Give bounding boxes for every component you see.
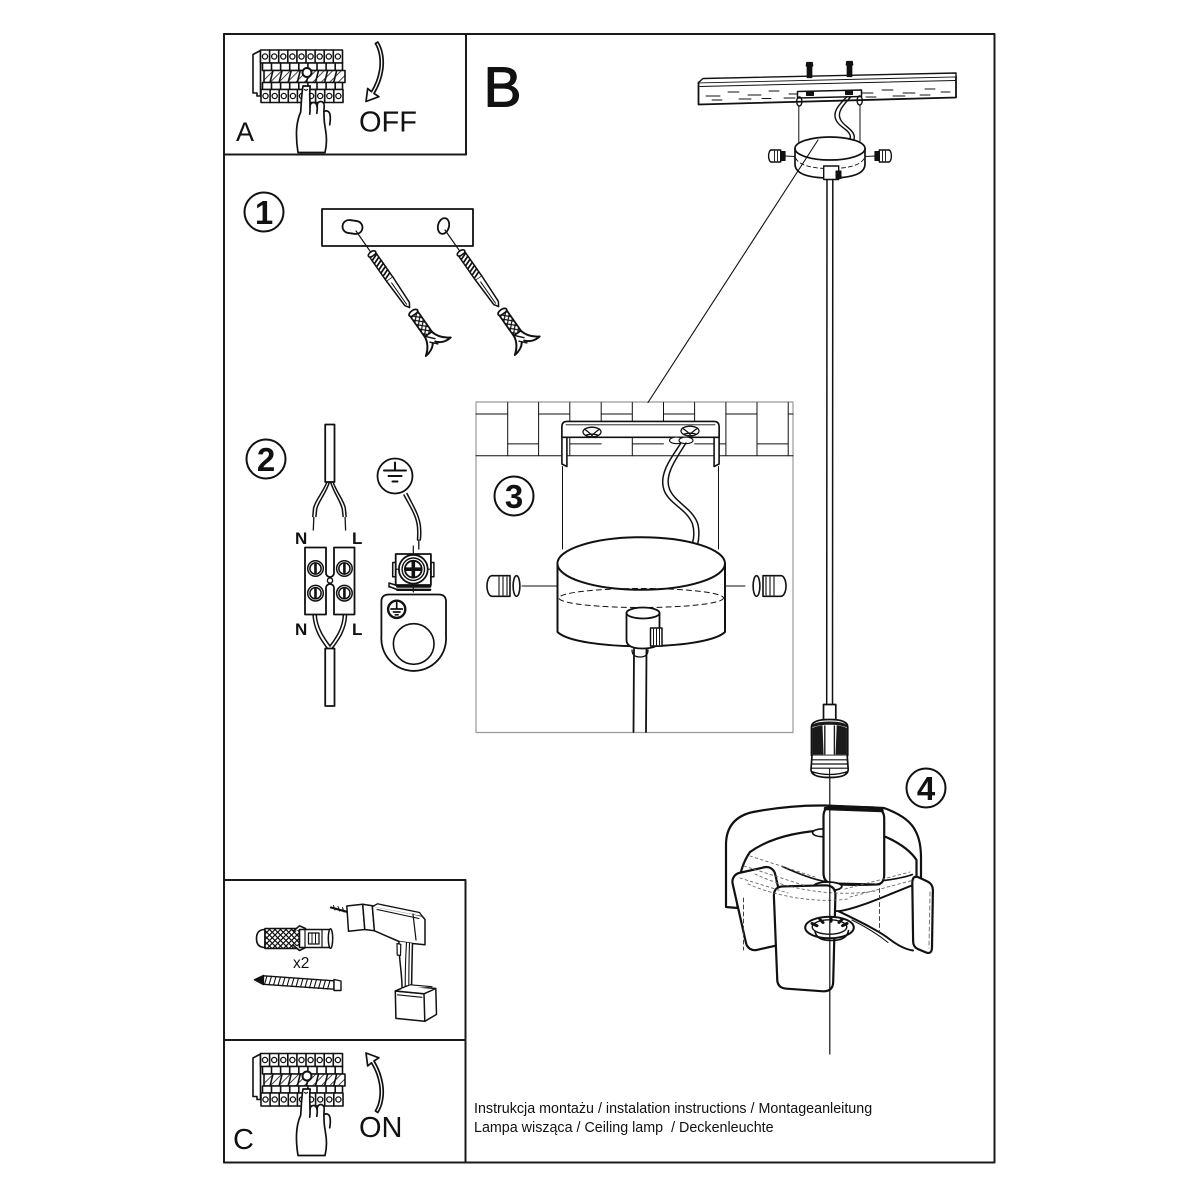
svg-text:B: B [484,56,522,120]
svg-text:N: N [295,620,307,639]
svg-text:OFF: OFF [359,107,417,139]
svg-text:A: A [236,117,254,147]
svg-text:1: 1 [255,194,273,231]
svg-text:ON: ON [359,1112,403,1144]
svg-text:Instrukcja montażu / instalati: Instrukcja montażu / instalation instruc… [474,1101,872,1117]
svg-text:N: N [295,529,307,548]
svg-text:L: L [352,620,362,639]
svg-text:x2: x2 [293,955,309,972]
svg-text:C: C [233,1124,254,1156]
svg-text:2: 2 [257,441,275,478]
svg-text:4: 4 [917,770,936,807]
svg-text:L: L [352,529,362,548]
svg-text:3: 3 [505,478,523,515]
svg-text:Lampa wisząca / Ceiling lamp: Lampa wisząca / Ceiling lamp / Deckenleu… [474,1120,774,1136]
